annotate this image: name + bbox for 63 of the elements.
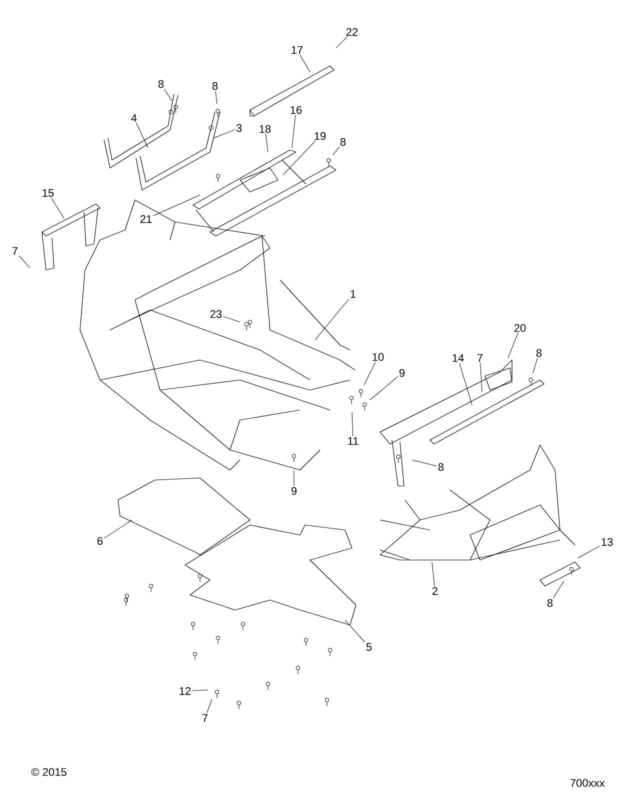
callout-number: 15 [42, 189, 54, 197]
callout-number: 14 [452, 354, 464, 362]
copyright-notice: © 2015 [31, 768, 66, 776]
leader-line [282, 140, 316, 176]
leader-line [532, 358, 538, 374]
leader-line [314, 298, 350, 340]
callout-number: 9 [291, 487, 297, 495]
leader-line [223, 316, 240, 322]
callout-number: 7 [202, 714, 208, 722]
callout-number: 4 [131, 114, 137, 122]
callout-number: 13 [602, 538, 613, 546]
callout-number: 12 [180, 687, 191, 695]
callout-number: 8 [438, 463, 444, 471]
leader-line [192, 690, 208, 691]
callout-number: 3 [236, 124, 242, 132]
leader-line [19, 256, 30, 268]
callout-number: 7 [478, 354, 482, 362]
leader-line [136, 122, 148, 148]
leader-line [578, 546, 600, 558]
leader-line [104, 520, 132, 538]
leader-line [214, 129, 235, 138]
leader-line [265, 134, 268, 152]
callout-number: 18 [260, 125, 271, 133]
leader-line [206, 698, 212, 714]
drawing-number: 700xxx [570, 779, 605, 787]
callout-number: 16 [290, 106, 302, 114]
callout-number: 20 [514, 324, 526, 332]
callout-number: 11 [348, 437, 358, 445]
leader-line [300, 54, 310, 72]
callout-number: 8 [340, 138, 346, 146]
leader-line [164, 88, 172, 102]
leader-line [364, 362, 376, 386]
leader-line [412, 460, 437, 466]
callout-number: 6 [98, 537, 103, 545]
callout-number: 10 [372, 353, 384, 361]
callout-number: 8 [536, 349, 542, 357]
callout-number: 5 [366, 643, 372, 651]
callout-number: 1 [350, 290, 356, 298]
callout-number: 23 [210, 310, 222, 318]
callout-number: 8 [547, 599, 553, 607]
leader-line [292, 114, 296, 148]
leader-line [332, 146, 340, 156]
callout-number: 8 [158, 80, 164, 88]
leader-line [344, 620, 365, 642]
callout-number: 17 [292, 46, 303, 54]
callout-number: 2 [432, 587, 438, 595]
callout-number: 8 [212, 82, 218, 90]
leader-line [553, 580, 564, 598]
leader-line [480, 362, 482, 392]
leader-line [153, 194, 200, 216]
leader-line [370, 376, 398, 400]
leader-line [508, 332, 518, 358]
callout-number: 21 [140, 215, 152, 223]
callout-number: 22 [346, 28, 358, 36]
callout-number: 7 [12, 247, 18, 255]
leader-line [432, 562, 435, 586]
leader-line [50, 198, 64, 218]
leader-line [352, 412, 354, 436]
leader-line [215, 90, 218, 104]
leader-line [336, 36, 348, 48]
callout-number: 19 [314, 132, 326, 140]
callout-number: 9 [399, 369, 405, 377]
leader-line [459, 362, 472, 406]
